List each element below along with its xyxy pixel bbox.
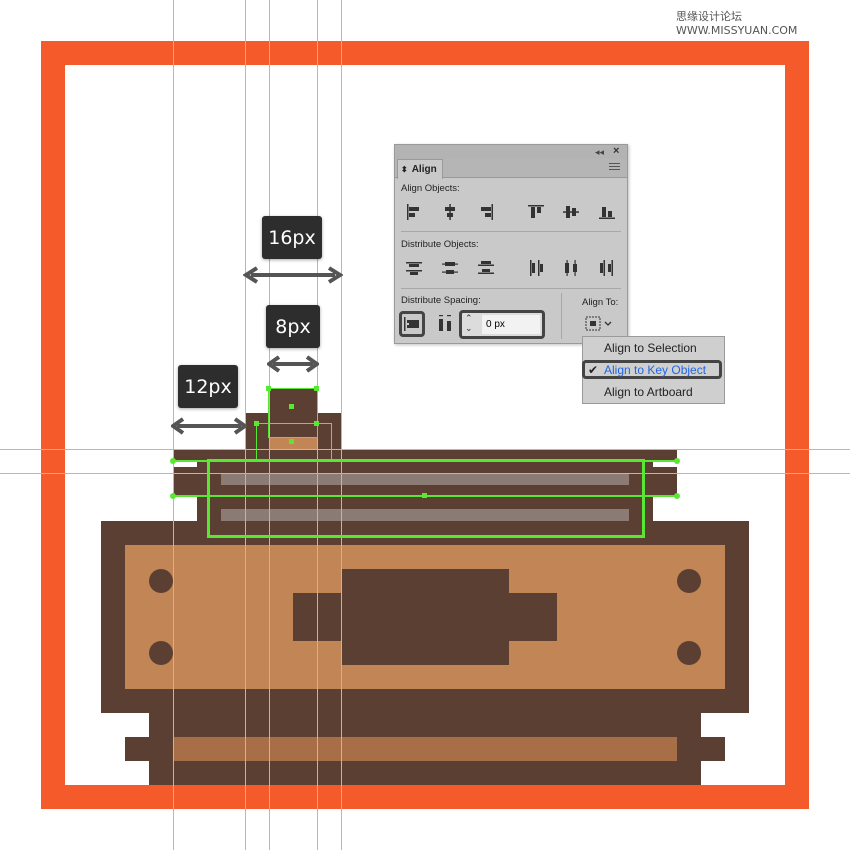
horizontal-distribute-left-icon[interactable] xyxy=(527,259,545,277)
roller-stripe-bottom xyxy=(221,509,629,521)
spacing-input-wrapper[interactable]: ⌃⌄ 0 px xyxy=(459,310,545,339)
panel-separator xyxy=(401,231,621,232)
roller-gap-right-2 xyxy=(653,497,677,509)
anchor-point[interactable] xyxy=(314,386,319,391)
horizontal-align-center-icon[interactable] xyxy=(441,203,459,221)
guide-horizontal xyxy=(0,449,850,450)
horizontal-align-left-icon[interactable] xyxy=(405,203,423,221)
screw-bottom-left xyxy=(149,641,173,665)
screw-top-right xyxy=(677,569,701,593)
anchor-point[interactable] xyxy=(422,493,427,498)
checkmark-icon: ✔ xyxy=(588,363,599,377)
align-to-label: Align To: xyxy=(582,297,619,308)
updown-icon: ⬍ xyxy=(401,165,408,174)
tab-align-label: Align xyxy=(411,164,437,175)
align-objects-label: Align Objects: xyxy=(401,183,460,194)
horizontal-distribute-space-icon[interactable] xyxy=(436,314,454,332)
menu-item-align-to-selection[interactable]: Align to Selection xyxy=(583,337,724,359)
measure-label-16px: 16px xyxy=(262,216,322,259)
selection-box-knob-base[interactable] xyxy=(256,423,332,461)
anchor-point[interactable] xyxy=(289,439,294,444)
menu-item-align-to-key-object[interactable]: ✔ Align to Key Object xyxy=(582,359,724,381)
knob-top xyxy=(269,389,317,437)
guide-vertical xyxy=(341,0,342,850)
menu-item-label: Align to Artboard xyxy=(604,385,693,399)
stepper-arrows-icon[interactable]: ⌃⌄ xyxy=(465,313,473,333)
tab-align[interactable]: ⬍ Align xyxy=(397,159,443,179)
anchor-point[interactable] xyxy=(266,386,271,391)
align-to-menu: Align to Selection ✔ Align to Key Object… xyxy=(582,336,725,404)
selection-box-knob[interactable] xyxy=(268,388,318,438)
base-stripe xyxy=(173,737,677,761)
roller-gap-left xyxy=(173,461,197,467)
measure-arrow-12px xyxy=(171,417,247,435)
selection-box-roller[interactable] xyxy=(207,459,645,538)
spacing-input[interactable]: 0 px xyxy=(482,315,540,334)
guide-vertical xyxy=(269,0,270,850)
anchor-point[interactable] xyxy=(289,404,294,409)
anchor-point[interactable] xyxy=(254,421,259,426)
vertical-distribute-bottom-icon[interactable] xyxy=(477,259,495,277)
center-right-bar xyxy=(509,593,557,641)
base-wing-left xyxy=(125,737,149,761)
watermark: 思缘设计论坛 WWW.MISSYUAN.COM xyxy=(676,10,798,37)
anchor-point[interactable] xyxy=(314,421,319,426)
vertical-distribute-top-icon[interactable] xyxy=(405,259,423,277)
vertical-distribute-space-button[interactable] xyxy=(399,311,425,337)
roller-gap-right xyxy=(653,461,677,467)
selection-line-rod-top xyxy=(173,460,677,462)
align-panel: ◂◂ × ⬍ Align Align Objects: Distribute O… xyxy=(394,144,628,344)
double-chevron-left-icon[interactable]: ◂◂ xyxy=(595,147,605,157)
measure-arrow-16px xyxy=(243,266,343,284)
panel-tab-row xyxy=(395,159,627,178)
align-to-key-object-icon xyxy=(585,316,612,331)
menu-item-highlight-outline xyxy=(582,360,722,379)
center-plate xyxy=(341,569,509,665)
guide-horizontal xyxy=(0,473,850,474)
screw-top-left xyxy=(149,569,173,593)
roller-gap-left-2 xyxy=(173,497,197,509)
panel-separator xyxy=(401,288,621,289)
menu-item-label: Align to Selection xyxy=(604,341,697,355)
menu-item-align-to-artboard[interactable]: Align to Artboard xyxy=(583,381,724,403)
anchor-point[interactable] xyxy=(674,493,680,499)
anchor-point[interactable] xyxy=(170,458,176,464)
anchor-point[interactable] xyxy=(674,458,680,464)
menu-item-label: Align to Key Object xyxy=(604,363,707,377)
distribute-spacing-label: Distribute Spacing: xyxy=(401,295,481,306)
vertical-align-bottom-icon[interactable] xyxy=(598,203,616,221)
horizontal-distribute-right-icon[interactable] xyxy=(598,259,616,277)
measure-label-8px: 8px xyxy=(266,305,320,348)
hamburger-menu-icon[interactable] xyxy=(609,163,620,172)
horizontal-align-right-icon[interactable] xyxy=(477,203,495,221)
vertical-distribute-space-icon xyxy=(404,317,419,331)
align-to-dropdown[interactable] xyxy=(583,313,617,335)
close-icon[interactable]: × xyxy=(613,145,620,157)
vertical-align-center-icon[interactable] xyxy=(562,203,580,221)
base-wing-right xyxy=(701,737,725,761)
vertical-align-top-icon[interactable] xyxy=(527,203,545,221)
panel-title-bar[interactable] xyxy=(395,145,627,159)
horizontal-distribute-center-icon[interactable] xyxy=(562,259,580,277)
anchor-point[interactable] xyxy=(170,493,176,499)
distribute-objects-label: Distribute Objects: xyxy=(401,239,479,250)
vertical-distribute-center-icon[interactable] xyxy=(441,259,459,277)
roller-stripe-top xyxy=(221,473,629,485)
screw-bottom-right xyxy=(677,641,701,665)
measure-arrow-8px xyxy=(267,355,319,373)
panel-vertical-divider xyxy=(561,293,562,339)
measure-label-12px: 12px xyxy=(178,365,238,408)
